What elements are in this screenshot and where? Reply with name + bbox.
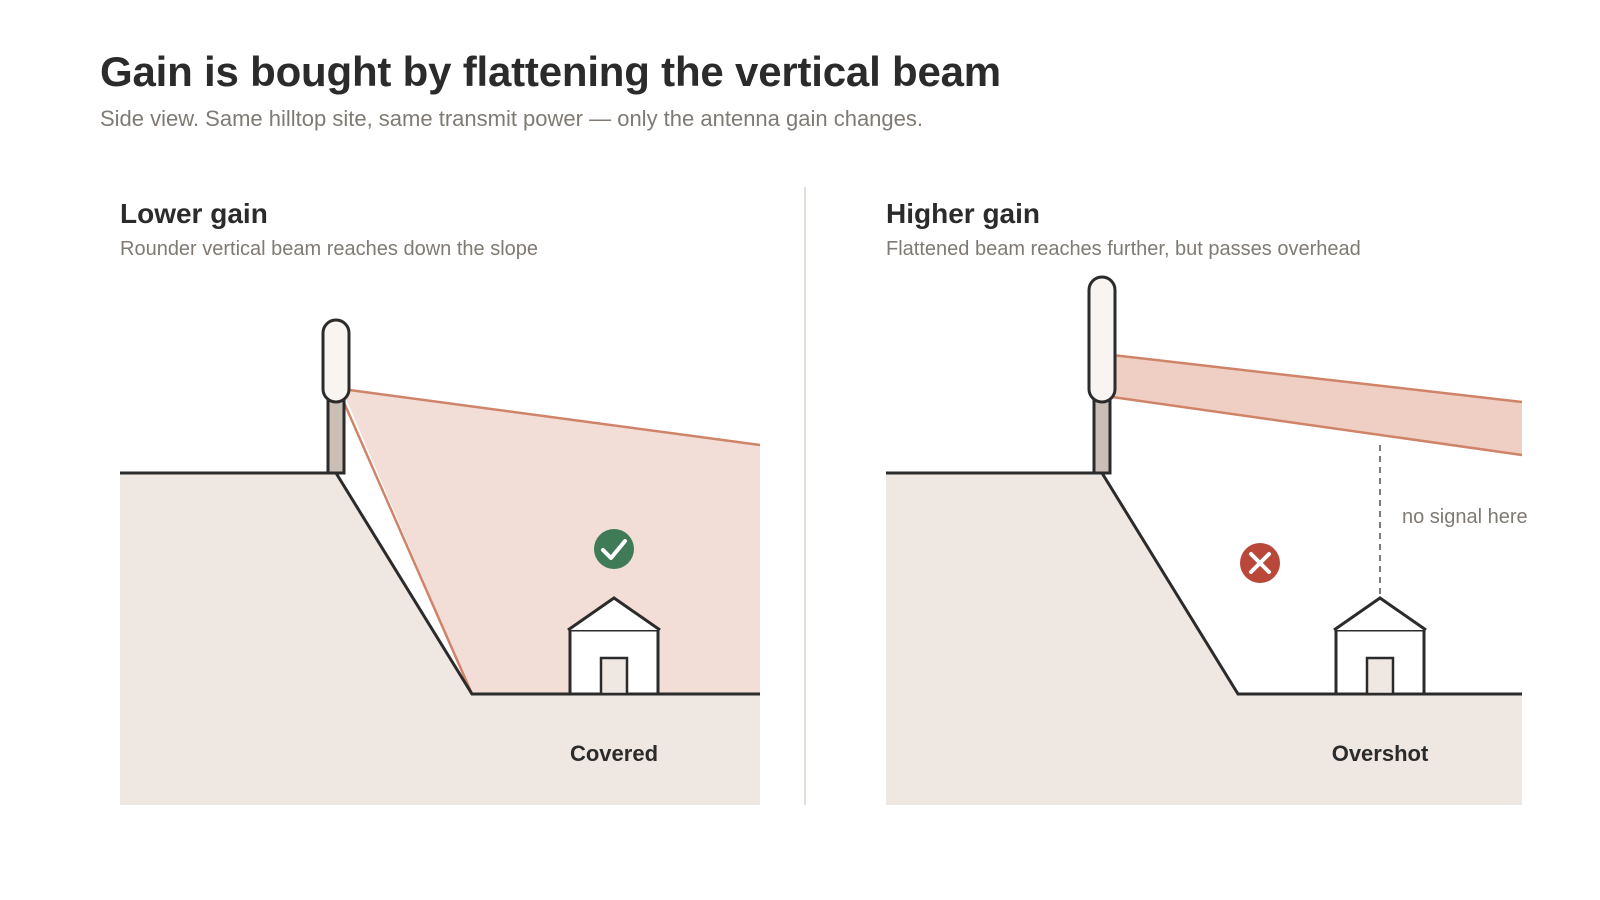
page-subtitle: Side view. Same hilltop site, same trans… bbox=[100, 106, 924, 131]
narrow-beam bbox=[1112, 355, 1522, 455]
house bbox=[567, 596, 661, 696]
x-circle-icon bbox=[1240, 543, 1280, 583]
antenna bbox=[321, 318, 351, 404]
wide-beam bbox=[342, 389, 760, 694]
outcome-label-overshot: Overshot bbox=[1332, 741, 1429, 766]
check-circle-icon bbox=[594, 529, 634, 569]
panel-subtitle-higher-gain: Flattened beam reaches further, but pass… bbox=[886, 238, 1361, 260]
house bbox=[1333, 596, 1427, 696]
antenna bbox=[1087, 275, 1117, 404]
panel-higher-gain: Higher gain Flattened beam reaches furth… bbox=[886, 198, 1528, 805]
mast bbox=[1092, 398, 1112, 475]
hill-ground bbox=[120, 473, 760, 805]
beam-lower-edge bbox=[340, 397, 474, 695]
panel-title-lower-gain: Lower gain bbox=[120, 198, 268, 229]
beam-lower-edge bbox=[1111, 395, 1523, 457]
panel-subtitle-lower-gain: Rounder vertical beam reaches down the s… bbox=[120, 238, 538, 260]
house-door bbox=[599, 656, 629, 696]
beam-upper-edge bbox=[341, 387, 761, 447]
no-signal-note: no signal here bbox=[1402, 506, 1528, 528]
page-title: Gain is bought by flattening the vertica… bbox=[100, 48, 1001, 95]
beam-upper-edge bbox=[1111, 353, 1523, 404]
outcome-label-covered: Covered bbox=[570, 741, 658, 766]
panel-lower-gain: Lower gain Rounder vertical beam reaches… bbox=[120, 198, 761, 805]
panel-title-higher-gain: Higher gain bbox=[886, 198, 1040, 229]
mast bbox=[326, 396, 346, 475]
house-door bbox=[1365, 656, 1395, 696]
